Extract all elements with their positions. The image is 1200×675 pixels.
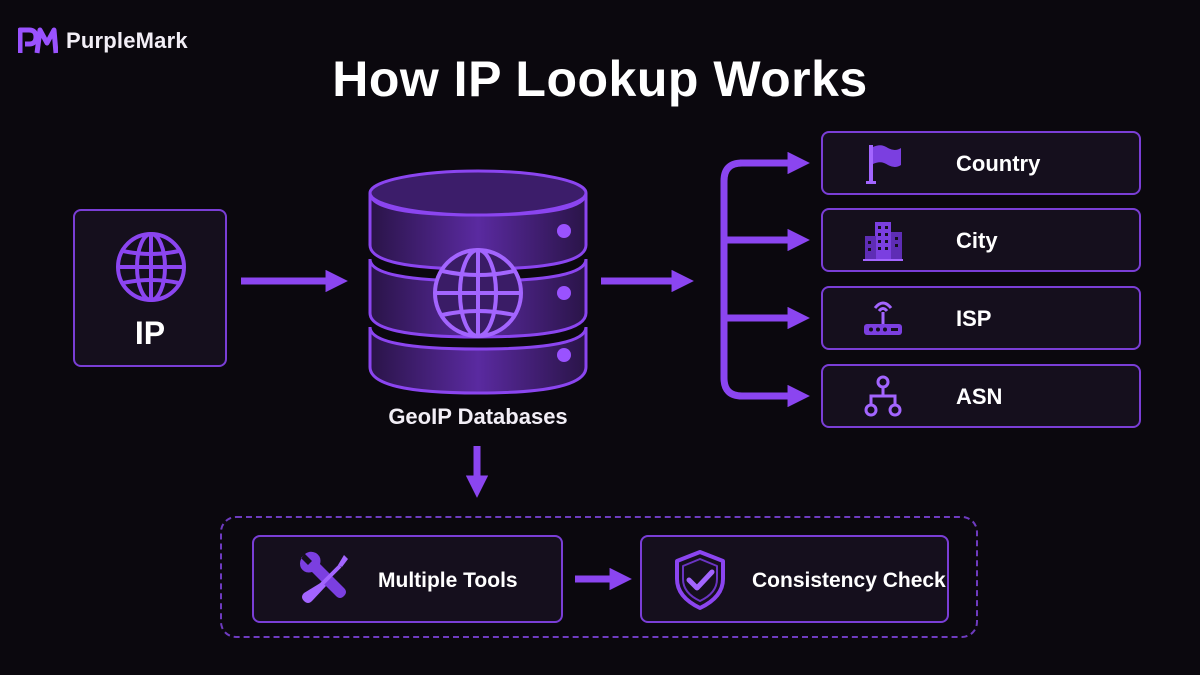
ip-node: IP [73,209,227,367]
router-icon [864,301,902,335]
network-nodes-icon [864,375,902,417]
process-label-multiple-tools: Multiple Tools [378,569,518,592]
branch-line [720,159,743,400]
database-label: GeoIP Databases [388,404,568,429]
page-title: How IP Lookup Works [332,51,868,107]
result-country: Country [821,131,1141,195]
result-label-isp: ISP [956,306,992,331]
ip-label: IP [134,315,166,351]
process-group [220,516,978,638]
brand-name: PurpleMark [66,28,188,53]
brand: PurpleMark [18,24,188,58]
database-globe-icon [368,169,588,395]
globe-icon [116,232,186,302]
result-city: City [821,208,1141,272]
result-label-city: City [956,228,998,253]
buildings-icon [863,222,903,261]
flag-icon [866,145,901,184]
shield-check-icon [675,550,725,610]
wrench-screwdriver-icon [300,551,348,603]
process-consistency-check: Consistency Check [640,535,949,623]
result-isp: ISP [821,286,1141,350]
result-label-country: Country [956,151,1041,176]
process-label-consistency-check: Consistency Check [752,569,946,592]
result-label-asn: ASN [956,384,1003,409]
process-multiple-tools: Multiple Tools [252,535,563,623]
result-asn: ASN [821,364,1141,428]
pm-monogram-icon [18,27,58,54]
